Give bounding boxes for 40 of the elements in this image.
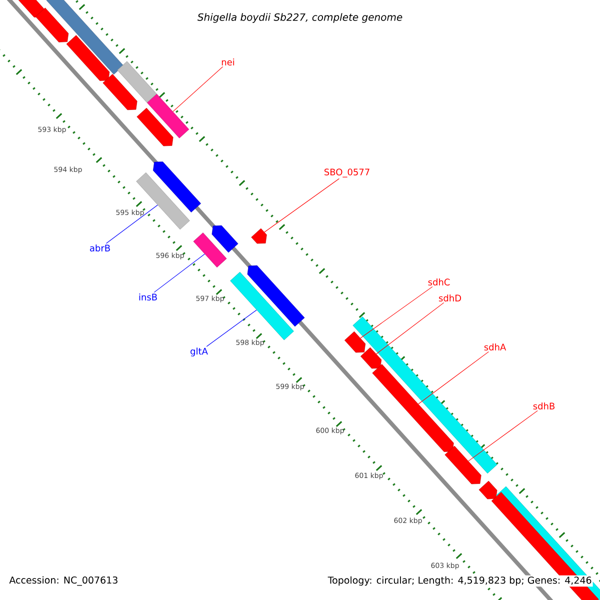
accession-text: Accession: NC_007613	[8, 575, 120, 587]
leader-line	[206, 310, 257, 347]
gene-feature	[251, 228, 267, 244]
gene-label: SBO_0577	[324, 168, 370, 178]
gene-feature	[16, 0, 44, 18]
title: Shigella boydii Sb227, complete genome	[196, 12, 404, 24]
gene-feature	[372, 364, 454, 452]
gene-feature	[478, 480, 498, 500]
gene-feature	[117, 61, 157, 103]
gene-label: sdhA	[484, 344, 506, 350]
gene-feature	[247, 265, 305, 327]
gene-feature	[136, 108, 174, 146]
genome-info-text: Topology: circular; Length: 4,519,823 bp; Genes: 4,246	[326, 575, 593, 587]
gene-label: sdhD	[438, 294, 461, 302]
leader-line	[376, 302, 444, 354]
leader-line	[106, 204, 158, 244]
leader-line	[468, 410, 538, 462]
gene-label: sdhC	[428, 278, 450, 286]
gene-label: insB	[139, 294, 157, 300]
gene-feature	[153, 162, 201, 212]
gene-label: nei	[222, 58, 234, 66]
gene-feature	[66, 35, 110, 81]
leader-line	[418, 351, 489, 404]
leader-line	[264, 178, 340, 232]
gene-feature	[102, 74, 138, 110]
gene-feature	[193, 232, 227, 268]
gene-feature	[344, 331, 366, 353]
gene-feature	[35, 8, 69, 42]
gene-feature	[444, 446, 482, 484]
leader-line	[154, 254, 205, 293]
leader-line	[172, 66, 224, 112]
gene-label: abrB	[90, 244, 110, 252]
gene-label: sdhB	[533, 402, 554, 410]
gene-feature	[360, 347, 382, 369]
gene-feature	[212, 225, 238, 253]
gene-feature	[230, 272, 294, 340]
gene-feature	[146, 94, 190, 138]
gene-label: gltA	[190, 348, 208, 356]
gene-feature	[46, 0, 124, 74]
leader-line	[360, 286, 433, 338]
